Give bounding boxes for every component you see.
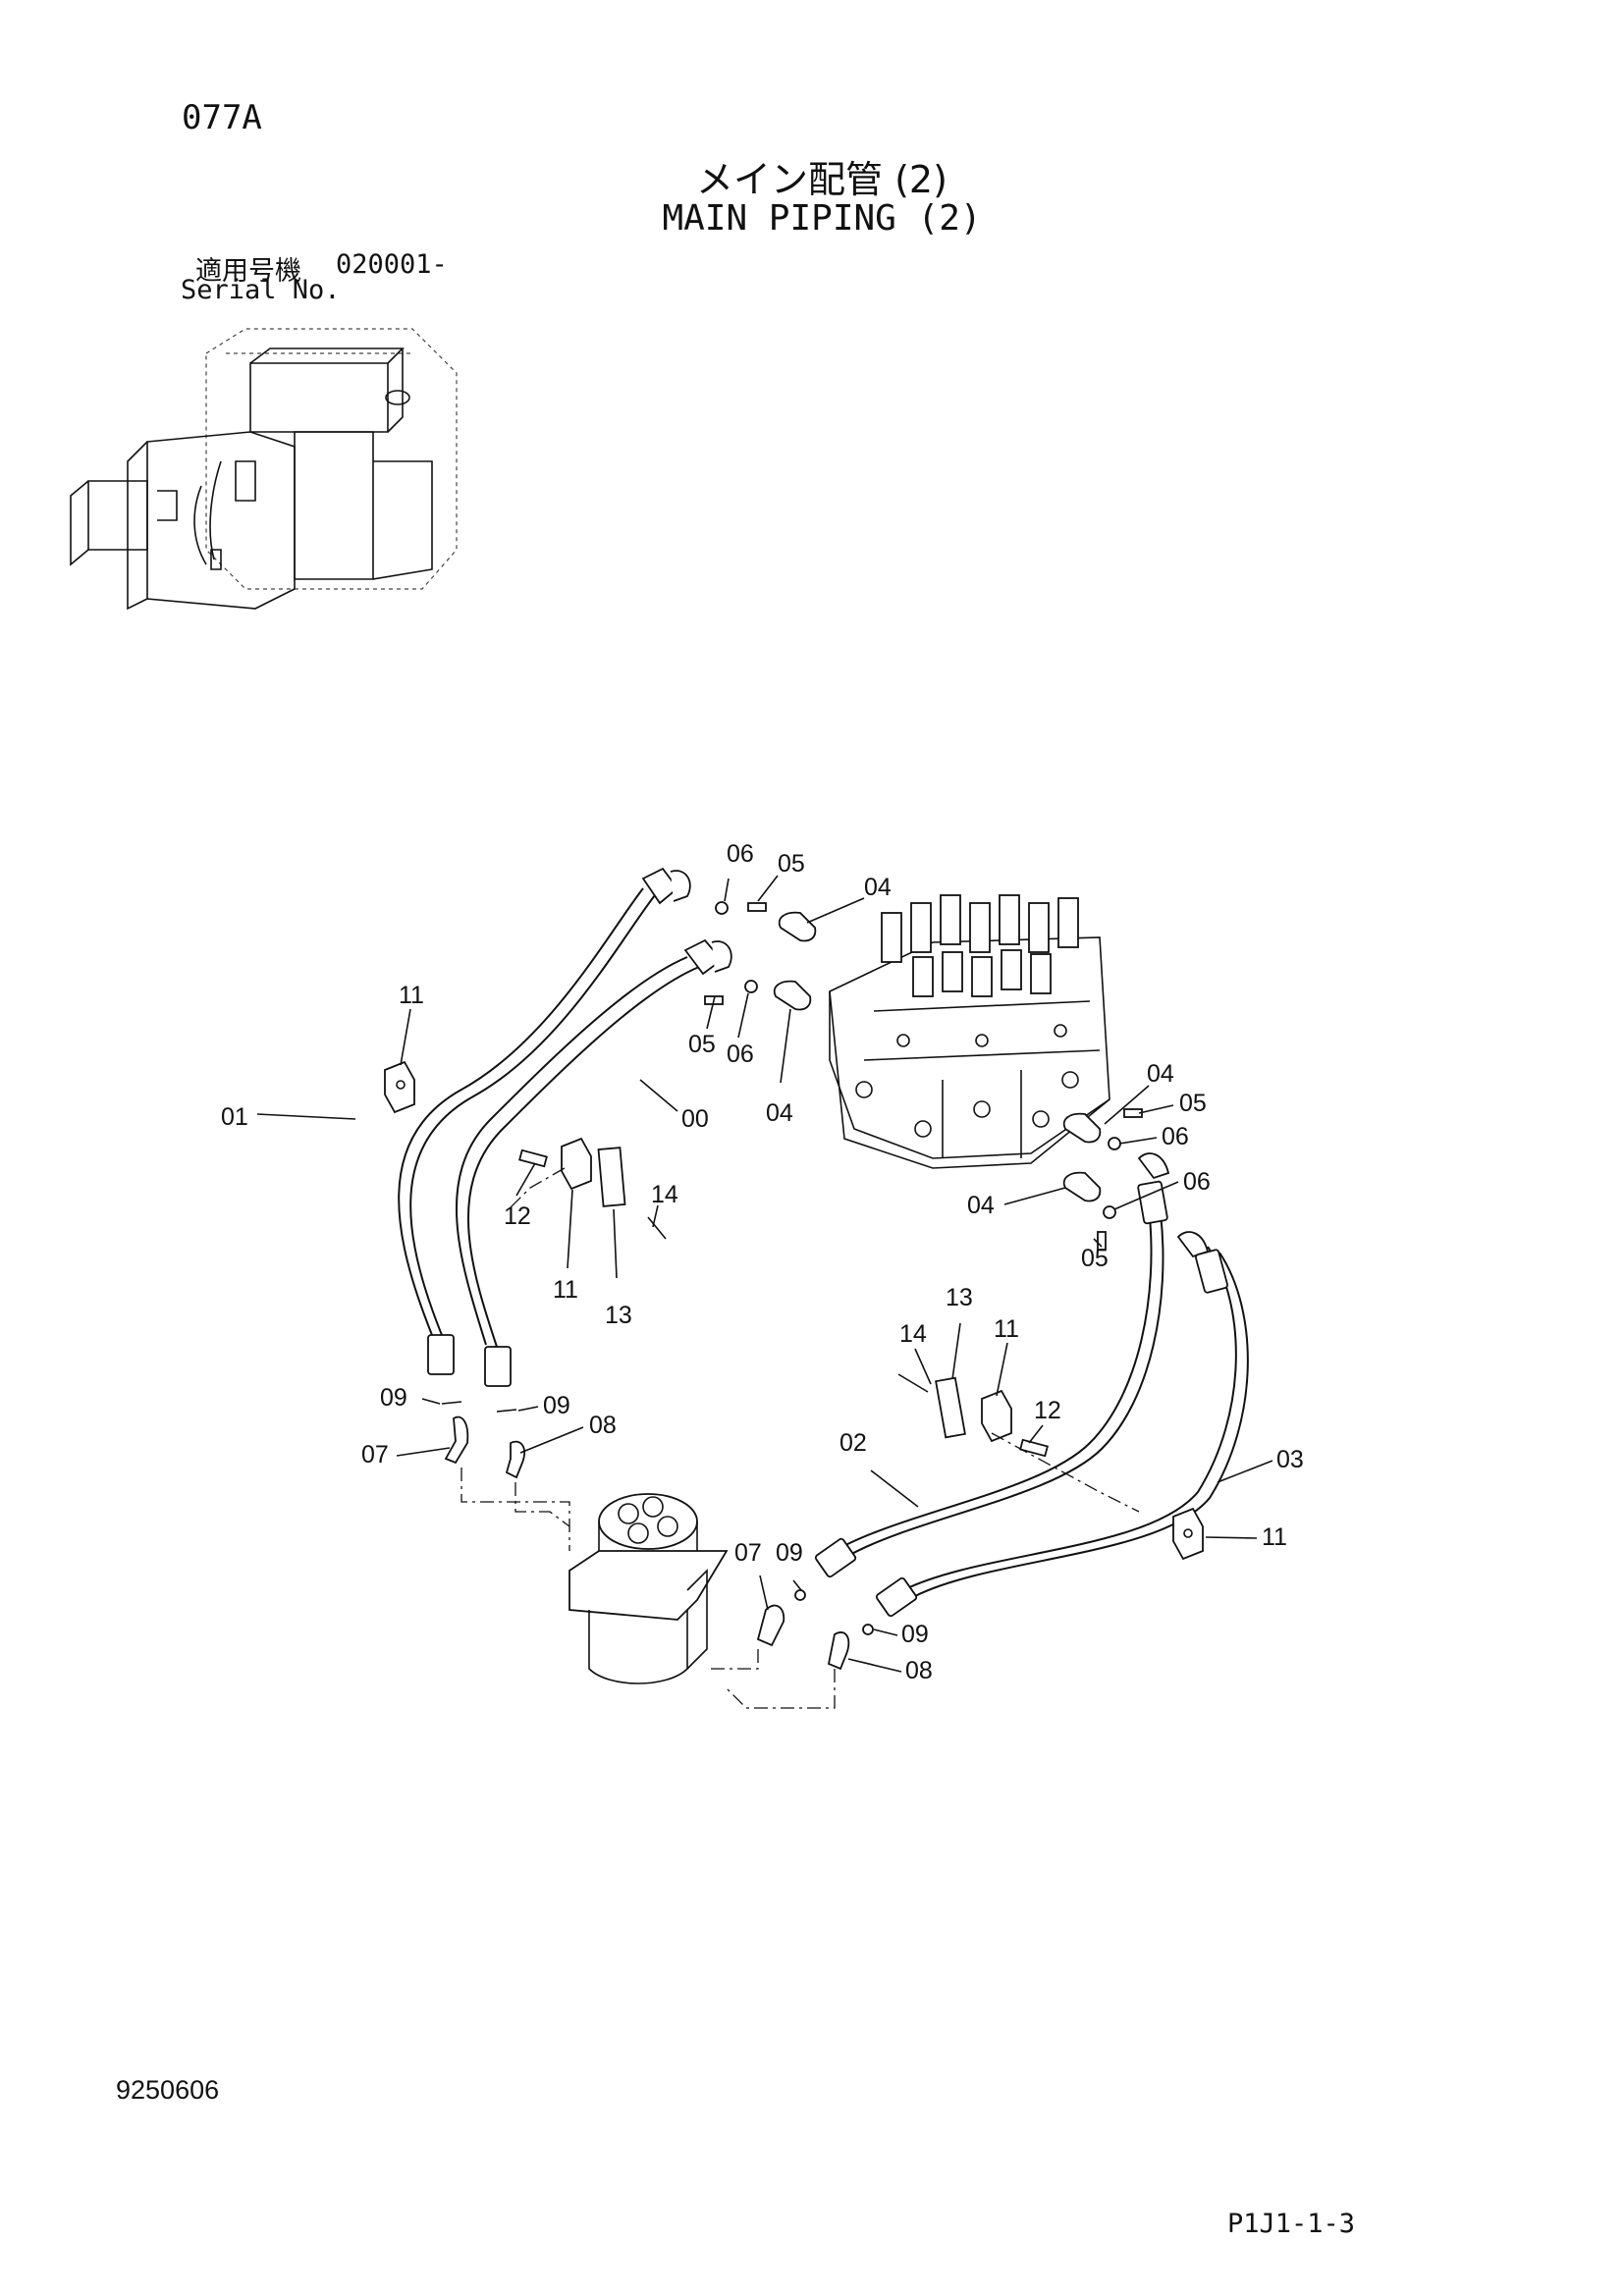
callout-09: 09 bbox=[776, 1539, 803, 1567]
callout-09: 09 bbox=[543, 1392, 570, 1419]
page-title-japanese: メイン配管 (2) bbox=[696, 158, 947, 201]
document-number: 9250606 bbox=[116, 2075, 220, 2105]
callout-08: 08 bbox=[589, 1412, 617, 1439]
leader-lines bbox=[256, 875, 1273, 1673]
callout-06: 06 bbox=[1162, 1123, 1189, 1150]
elbow-fittings bbox=[444, 1415, 874, 1671]
callout-00: 00 bbox=[681, 1105, 709, 1133]
serial-number-value: 020001- bbox=[336, 249, 448, 280]
reference-number: 077A bbox=[182, 98, 262, 137]
callout-04: 04 bbox=[1147, 1060, 1174, 1088]
callout-06: 06 bbox=[727, 1041, 754, 1068]
callout-11: 11 bbox=[994, 1315, 1019, 1343]
clamp-set-right bbox=[897, 1373, 1049, 1458]
callout-13: 13 bbox=[946, 1284, 973, 1311]
callout-09: 09 bbox=[901, 1621, 929, 1648]
clamp-right bbox=[1172, 1507, 1204, 1561]
hose-03 bbox=[875, 1231, 1249, 1618]
callout-02: 02 bbox=[839, 1429, 867, 1457]
callout-05: 05 bbox=[778, 850, 805, 878]
center-joint bbox=[568, 1493, 729, 1684]
callout-12: 12 bbox=[504, 1202, 531, 1230]
hose-fittings-lower-left bbox=[427, 1334, 517, 1413]
connection-lines bbox=[460, 1167, 1140, 1709]
flange-group-right bbox=[1062, 1108, 1143, 1251]
callout-11: 11 bbox=[399, 982, 424, 1009]
callout-09: 09 bbox=[380, 1384, 407, 1412]
callout-14: 14 bbox=[899, 1320, 927, 1348]
clamp-set-center bbox=[518, 1137, 667, 1240]
hose-01 bbox=[398, 867, 691, 1341]
callout-07: 07 bbox=[361, 1441, 389, 1468]
clamp-upper-left bbox=[384, 1060, 415, 1114]
callout-12: 12 bbox=[1034, 1397, 1061, 1424]
callout-13: 13 bbox=[605, 1302, 632, 1329]
callout-04: 04 bbox=[864, 874, 892, 901]
callout-06: 06 bbox=[1183, 1168, 1211, 1196]
callout-05: 05 bbox=[1179, 1090, 1207, 1117]
callout-07: 07 bbox=[734, 1539, 762, 1567]
serial-label: Serial No. bbox=[181, 275, 341, 305]
callout-05: 05 bbox=[688, 1031, 716, 1058]
page-title: MAIN PIPING (2) bbox=[662, 198, 982, 239]
callout-14: 14 bbox=[651, 1181, 678, 1208]
callout-03: 03 bbox=[1276, 1446, 1304, 1473]
callout-04: 04 bbox=[967, 1192, 995, 1219]
serial-label-japanese: 適用号機 bbox=[195, 256, 301, 287]
callout-08: 08 bbox=[905, 1657, 933, 1684]
hose-00 bbox=[456, 938, 732, 1351]
callout-04: 04 bbox=[766, 1099, 793, 1127]
valve-spools bbox=[881, 894, 1079, 997]
callout-labels: 06 05 04 11 05 06 04 00 01 12 14 11 13 0… bbox=[221, 840, 1304, 1684]
hose-02 bbox=[814, 1152, 1170, 1578]
page-code: P1J1-1-3 bbox=[1227, 2209, 1356, 2239]
callout-11: 11 bbox=[553, 1276, 578, 1304]
locator-illustration bbox=[70, 328, 458, 611]
callout-05: 05 bbox=[1081, 1245, 1109, 1272]
callout-01: 01 bbox=[221, 1103, 248, 1131]
callout-06: 06 bbox=[727, 840, 754, 868]
callout-11: 11 bbox=[1262, 1523, 1287, 1551]
control-valve-assembly bbox=[829, 894, 1110, 1169]
